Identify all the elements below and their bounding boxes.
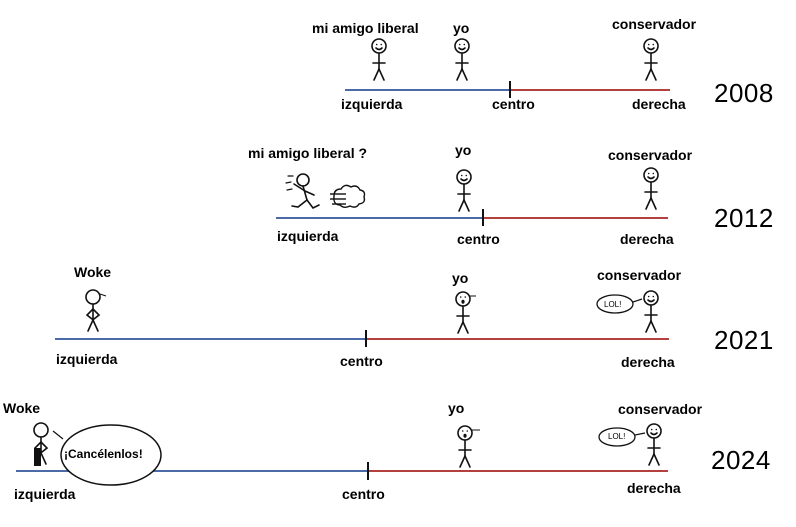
left-label: izquierda [341, 96, 403, 112]
axis-2008 [345, 38, 670, 98]
conservative-label: conservador [597, 267, 682, 283]
center-label: centro [492, 96, 535, 112]
center-label: centro [342, 486, 385, 502]
left-label: izquierda [277, 228, 339, 244]
friend-label: mi amigo liberal ? [248, 145, 368, 161]
conservative-label: conservador [612, 16, 697, 32]
dust-cloud-icon [330, 184, 366, 208]
woke-label: Woke [3, 400, 41, 416]
left-label: izquierda [14, 486, 76, 502]
year-label: 2021 [714, 325, 774, 355]
me-figure [455, 291, 471, 334]
woke-figure [85, 289, 101, 332]
bubble-tail [634, 432, 646, 436]
center-label: centro [340, 353, 383, 369]
running-friend-figure [285, 173, 320, 210]
conservative-label: conservador [618, 401, 703, 417]
conservative-figure [643, 290, 659, 333]
axis-2024 [16, 422, 668, 486]
year-label: 2012 [714, 203, 774, 233]
lol-bubble-text: LOL! [604, 300, 622, 309]
right-label: derecha [627, 480, 681, 496]
me-figure [456, 169, 472, 212]
me-figure [457, 425, 473, 468]
me-label: yo [455, 142, 472, 158]
bubble-tail [52, 430, 64, 440]
year-label: 2024 [711, 445, 771, 475]
lol-bubble [596, 294, 634, 314]
lol-bubble [598, 427, 636, 447]
cancel-bubble-text: ¡Cancélenlos! [64, 447, 143, 461]
cancel-speech-bubble [60, 424, 162, 486]
woke-figure-body [34, 448, 41, 466]
bubble-tail [632, 298, 643, 303]
axis-2012 [276, 167, 668, 226]
conservative-figure [643, 38, 659, 81]
center-label: centro [457, 231, 500, 247]
left-label: izquierda [56, 351, 118, 367]
year-label: 2008 [714, 78, 774, 108]
conservative-label: conservador [608, 147, 693, 163]
right-label: derecha [620, 231, 674, 247]
friend-figure [371, 38, 387, 81]
friend-label: mi amigo liberal [312, 20, 419, 36]
woke-label: Woke [74, 264, 112, 280]
axis-2021 [55, 289, 669, 347]
me-label: yo [448, 400, 465, 416]
right-label: derecha [621, 354, 675, 370]
right-label: derecha [632, 96, 686, 112]
me-figure [454, 38, 470, 81]
conservative-figure [646, 423, 662, 466]
speech-tick [99, 293, 107, 297]
me-label: yo [453, 20, 470, 36]
conservative-figure [643, 167, 659, 210]
me-label: yo [452, 270, 469, 286]
lol-bubble-text: LOL! [608, 432, 626, 441]
